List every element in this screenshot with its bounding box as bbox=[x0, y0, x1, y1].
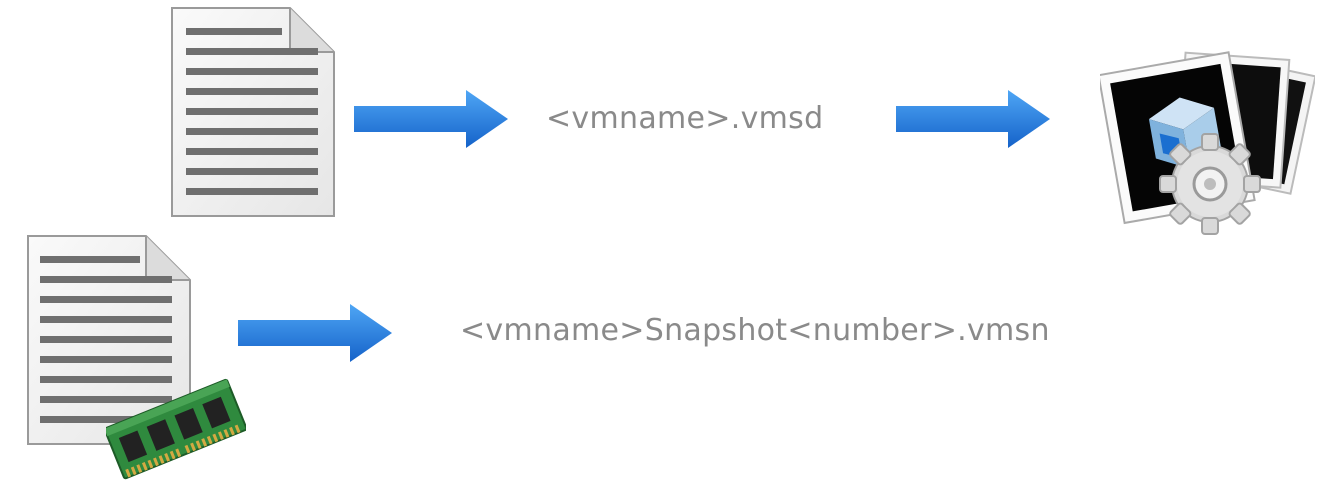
snapshot-manager-icon bbox=[1100, 34, 1315, 244]
memory-module-icon bbox=[106, 362, 246, 498]
arrow-right-icon bbox=[354, 90, 510, 148]
document-icon bbox=[168, 4, 338, 220]
metadata-file-label: <vmname>.vmsd bbox=[546, 101, 824, 136]
memory-file-label: <vmname>Snapshot<number>.vmsn bbox=[460, 313, 1050, 348]
arrow-right-icon bbox=[896, 90, 1052, 148]
arrow-right-icon bbox=[238, 304, 394, 362]
document-icon bbox=[24, 232, 194, 448]
